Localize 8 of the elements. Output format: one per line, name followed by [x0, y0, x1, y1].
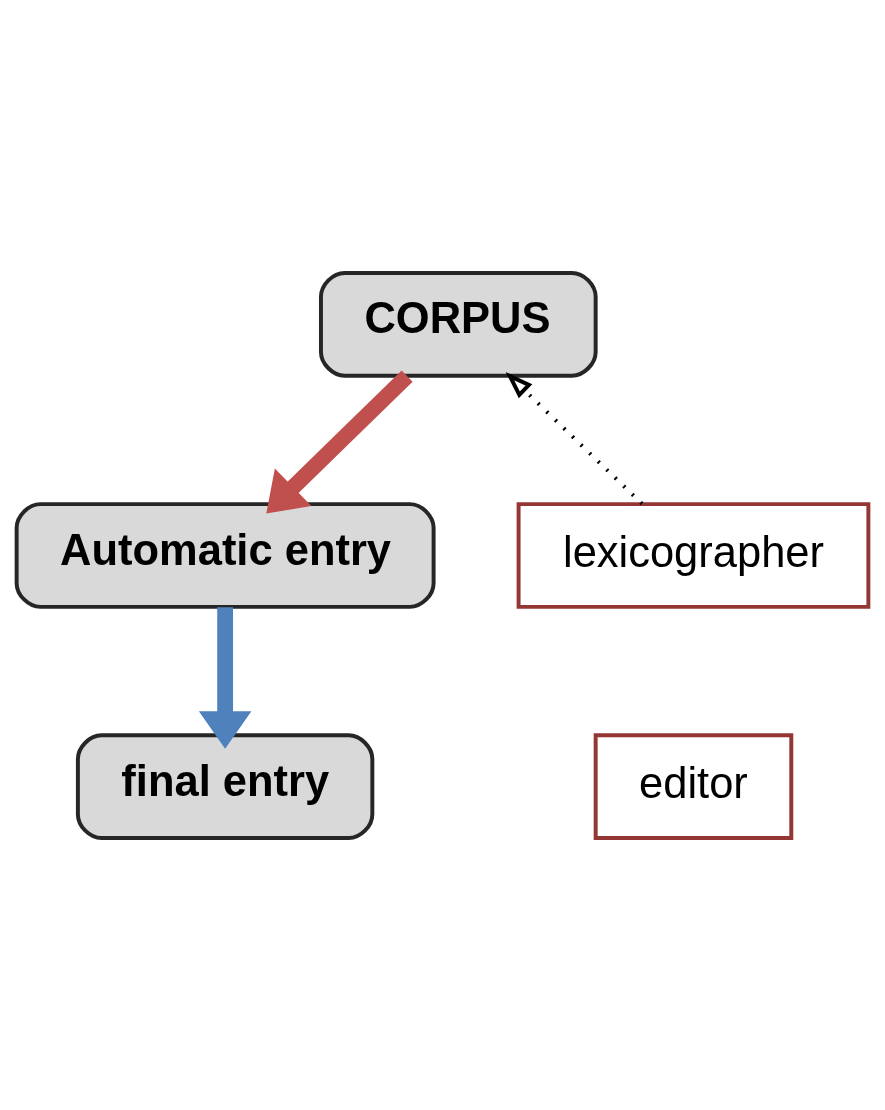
node-box: final entry: [75, 732, 375, 840]
node-box: lexicographer: [516, 501, 871, 609]
node-box: Automatic entry: [14, 501, 436, 609]
arrow: [505, 371, 644, 505]
node-box: CORPUS: [319, 270, 598, 378]
arrow: [198, 606, 252, 749]
node-box: editor: [593, 732, 794, 840]
arrow: [266, 370, 413, 513]
